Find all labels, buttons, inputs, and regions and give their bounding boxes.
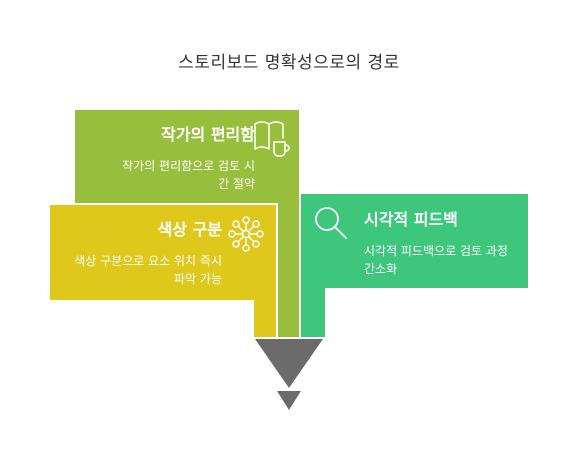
funnel-bottom <box>277 391 301 410</box>
card-author: 작가의 편리함 작가의 편리함으로 검토 시간 절약 <box>100 121 255 193</box>
card-color-description: 색상 구분으로 요소 위치 즉시 파악 가능 <box>74 254 222 286</box>
card-visual-title: 시각적 피드백 <box>364 210 458 229</box>
card-visual-shape <box>301 194 528 337</box>
card-visual-description: 시각적 피드백으로 검토 과정 간소화 <box>364 244 508 276</box>
magnifier-icon <box>315 207 347 239</box>
card-author-title: 작가의 편리함 <box>161 125 255 144</box>
card-color-shape <box>50 205 276 337</box>
network-icon <box>228 216 264 252</box>
card-color: 색상 구분 색상 구분으로 요소 위치 즉시 파악 가능 <box>72 216 222 288</box>
card-visual: 시각적 피드백 시각적 피드백으로 검토 과정 간소화 <box>364 206 524 278</box>
card-author-shape <box>75 110 299 337</box>
funnel-top <box>255 339 323 388</box>
book-cup-icon <box>254 121 290 157</box>
card-author-description: 작가의 편리함으로 검토 시간 절약 <box>122 159 255 191</box>
card-color-title: 색상 구분 <box>157 220 222 239</box>
diagram-title: 스토리보드 명확성으로의 경로 <box>178 53 400 73</box>
